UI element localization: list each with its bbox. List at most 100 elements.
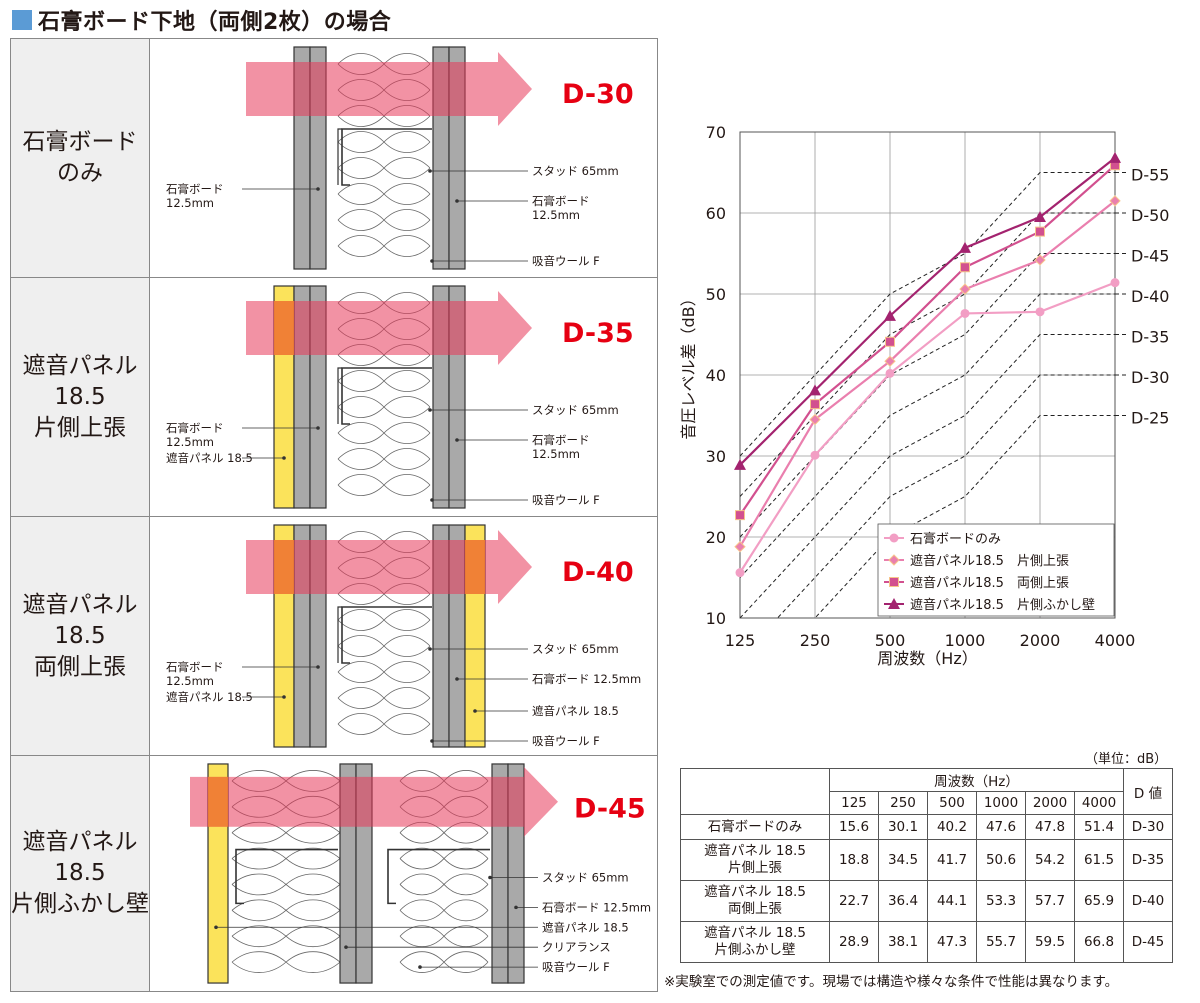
y-tick-label: 10 <box>706 609 726 628</box>
table-cell: 53.3 <box>976 880 1026 922</box>
sound-arrow <box>246 291 532 365</box>
x-tick-label: 1000 <box>945 631 986 650</box>
series-line <box>739 281 1116 574</box>
series-line <box>739 157 1116 466</box>
data-point <box>888 554 900 566</box>
table-cell: 47.6 <box>976 814 1026 840</box>
data-point <box>1109 195 1121 207</box>
sound-arrow <box>246 52 532 126</box>
left-label: 遮音パネル 18.5 <box>166 451 253 465</box>
data-point <box>885 336 895 347</box>
right-label: スタッド 65mm <box>542 870 629 884</box>
wall-row-label: 石膏ボード のみ <box>11 39 150 277</box>
leader-dot <box>430 259 434 263</box>
leader-dot <box>455 199 459 203</box>
data-point <box>735 510 745 521</box>
table-cell: 55.7 <box>976 921 1026 963</box>
table-freq-header: 2000 <box>1025 791 1075 815</box>
right-label: 吸音ウール F <box>532 493 600 507</box>
overlap-mark <box>465 540 485 594</box>
stud-channel <box>341 128 432 186</box>
sound-arrow <box>246 530 532 604</box>
d-value-label: D-40 <box>562 557 634 588</box>
table-cell: 66.8 <box>1074 921 1124 963</box>
data-point <box>959 241 971 253</box>
table-cell: 65.9 <box>1074 880 1124 922</box>
title-text: 石膏ボード下地（両側2枚）の場合 <box>38 10 392 35</box>
x-tick-label: 4000 <box>1095 631 1136 650</box>
table-d-value: D-45 <box>1123 921 1173 963</box>
d-curve-label: D-50 <box>1131 206 1169 225</box>
table-freq-header: 1000 <box>976 791 1026 815</box>
leader-dot <box>514 905 518 910</box>
right-label: 石膏ボード 12.5mm <box>542 900 651 914</box>
data-point <box>734 541 746 553</box>
data-point <box>885 368 895 378</box>
wall-row-label: 遮音パネル 18.5 片側ふかし壁 <box>11 756 150 991</box>
page-title: 石膏ボード下地（両側2枚）の場合 <box>12 4 391 36</box>
leader-dot <box>473 709 477 713</box>
stud-channel <box>341 367 432 425</box>
d-value-label: D-30 <box>562 79 634 110</box>
d-value-label: D-35 <box>562 318 634 349</box>
y-tick-label: 60 <box>706 204 726 223</box>
table-header-freq: 周波数（Hz） <box>829 768 1124 792</box>
table-cell: 44.1 <box>927 880 977 922</box>
leader-dot <box>418 965 422 969</box>
data-point <box>884 309 896 321</box>
right-label: 遮音パネル 18.5 <box>542 920 629 934</box>
table-unit: （単位：dB） <box>1085 752 1168 767</box>
table-freq-header: 250 <box>878 791 928 815</box>
x-tick-label: 125 <box>725 631 756 650</box>
x-tick-label: 2000 <box>1020 631 1061 650</box>
x-axis-label: 周波数（Hz） <box>877 649 977 668</box>
d-curve-label: D-45 <box>1131 247 1169 266</box>
table-cell: 59.5 <box>1025 921 1075 963</box>
table-cell: 47.3 <box>927 921 977 963</box>
y-tick-label: 50 <box>706 285 726 304</box>
table-row-label: 遮音パネル 18.5 片側ふかし壁 <box>680 921 830 963</box>
d-curve <box>740 212 1115 497</box>
table-cell: 40.2 <box>927 814 977 840</box>
d-curve-label: D-35 <box>1131 328 1169 347</box>
legend-entry: 遮音パネル18.5 片側ふかし壁 <box>910 597 1095 613</box>
table-row-label: 石膏ボードのみ <box>680 814 830 840</box>
y-tick-label: 40 <box>706 366 726 385</box>
d-curve <box>740 334 1115 618</box>
table-d-value: D-30 <box>1123 814 1173 840</box>
right-label: 吸音ウール F <box>542 960 610 974</box>
overlap-mark <box>274 301 294 355</box>
stud-channel <box>337 367 342 424</box>
data-point <box>810 450 820 460</box>
table-cell: 15.6 <box>829 814 879 840</box>
leader-dot <box>455 677 459 681</box>
sound-arrow <box>190 766 558 837</box>
leader-dot <box>428 408 432 412</box>
right-label: 石膏ボード 12.5mm <box>532 672 641 686</box>
data-point <box>1034 211 1046 223</box>
data-point <box>810 399 820 410</box>
data-point <box>1109 151 1121 163</box>
stud-channel <box>387 848 490 905</box>
right-label: クリアランス <box>542 940 611 954</box>
table-cell: 47.8 <box>1025 814 1075 840</box>
table-cell: 41.7 <box>927 839 977 881</box>
d-curve-label: D-55 <box>1131 166 1169 185</box>
leader-dot <box>430 498 434 502</box>
table-freq-header: 125 <box>829 791 879 815</box>
x-tick-label: 500 <box>875 631 906 650</box>
